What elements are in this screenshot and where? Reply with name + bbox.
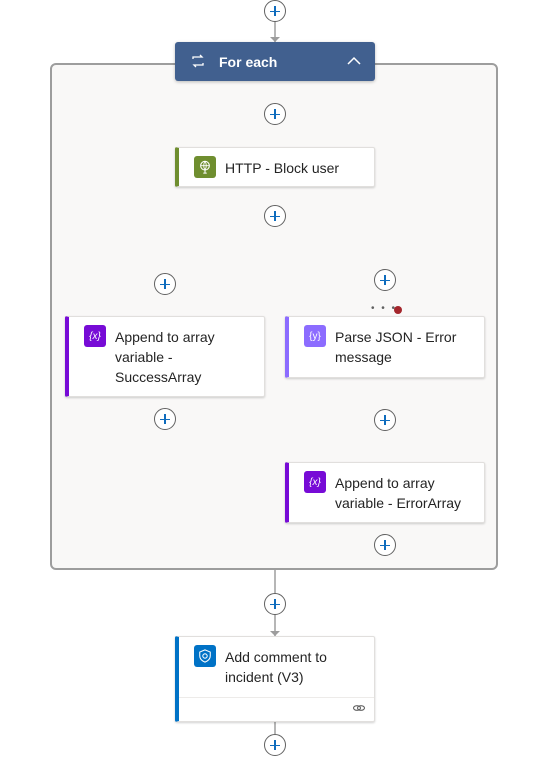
http-block-user-card[interactable]: HTTP - Block user: [175, 147, 375, 187]
add-step-button[interactable]: [374, 269, 396, 291]
action-label: Add comment to incident (V3): [225, 649, 327, 685]
action-label: Append to array variable - SuccessArray: [115, 329, 215, 385]
add-step-button[interactable]: [264, 734, 286, 756]
error-marker-icon: [394, 306, 402, 314]
link-icon[interactable]: [352, 701, 366, 715]
card-footer-divider: [179, 697, 374, 698]
add-step-button[interactable]: [374, 409, 396, 431]
add-step-button[interactable]: [264, 593, 286, 615]
append-error-array-card[interactable]: {x} Append to array variable - ErrorArra…: [285, 462, 485, 523]
action-label: Append to array variable - ErrorArray: [335, 475, 462, 511]
append-success-array-card[interactable]: {x} Append to array variable - SuccessAr…: [65, 316, 265, 397]
variable-icon: {x}: [84, 325, 106, 347]
add-step-button[interactable]: [154, 273, 176, 295]
foreach-header[interactable]: For each: [175, 42, 375, 81]
foreach-title: For each: [219, 54, 278, 70]
chevron-up-icon[interactable]: [343, 50, 365, 72]
parse-json-icon: {y}: [304, 325, 326, 347]
run-after-dots: • • •: [371, 303, 398, 314]
http-icon: [194, 156, 216, 178]
add-step-button[interactable]: [154, 408, 176, 430]
sentinel-icon: [194, 645, 216, 667]
variable-icon: {x}: [304, 471, 326, 493]
parse-json-error-card[interactable]: {y} Parse JSON - Error message: [285, 316, 485, 378]
add-step-button[interactable]: [374, 534, 396, 556]
loop-icon: [192, 54, 204, 68]
add-step-button[interactable]: [264, 0, 286, 22]
add-step-button[interactable]: [264, 103, 286, 125]
add-step-button[interactable]: [264, 205, 286, 227]
add-comment-card[interactable]: Add comment to incident (V3): [175, 636, 375, 722]
action-label: HTTP - Block user: [225, 160, 340, 176]
action-label: Parse JSON - Error message: [335, 329, 457, 365]
